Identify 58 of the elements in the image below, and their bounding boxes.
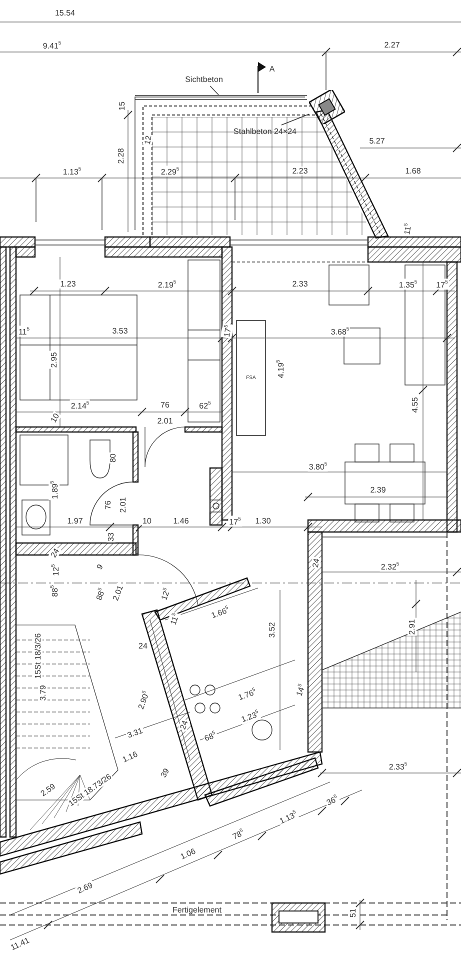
dimension-label: 24 — [138, 642, 148, 650]
dimension-label: 1.68 — [404, 166, 422, 176]
dimension-label: 2.19$^{5}$ — [156, 278, 178, 290]
dimension-label: 2.01 — [110, 583, 126, 603]
dimension-label: 2.32$^{5}$ — [380, 560, 400, 572]
dimension-label: 9.41$^{5}$ — [42, 40, 62, 50]
dimension-label: 3.53 — [111, 326, 129, 336]
dimension-label: 3.79 — [38, 684, 48, 702]
dimension-label: 3.68$^{5}$ — [330, 326, 350, 336]
dimension-label: 1.35$^{5}$ — [398, 278, 418, 290]
dimension-label: 3.80$^{5}$ — [308, 460, 328, 472]
dimension-label: 12 — [142, 134, 154, 146]
dimension-label: 2.33 — [291, 280, 309, 288]
dimension-label: 1.97 — [66, 516, 84, 526]
dimension-label: 1.46 — [172, 516, 190, 526]
dimension-label: 80 — [108, 452, 118, 464]
exposed-concrete-edge — [135, 95, 307, 100]
dimension-label: 1.23 — [59, 280, 77, 288]
dimension-label: 17$^{5}$ — [228, 516, 242, 526]
dimension-label: 4.55 — [410, 396, 420, 414]
dimension-label: 2.39 — [369, 486, 387, 494]
dimension-label: 15St 18/3/26 — [34, 632, 42, 680]
dimension-label: 3.31 — [125, 726, 145, 740]
dimension-label: 2.01 — [156, 416, 174, 426]
dimension-label: 10 — [48, 411, 62, 425]
dimension-label: 17$^{5}$ — [435, 278, 449, 290]
dimension-label: 2.69 — [75, 880, 95, 896]
dimension-label: 62$^{5}$ — [198, 400, 212, 410]
callout-text: Stahlbeton 24×24 — [228, 125, 302, 138]
dimension-label: 2.23 — [291, 166, 309, 176]
dimension-label: 2.01 — [118, 496, 128, 514]
dimension-label: 10 — [142, 516, 152, 526]
dimension-label: 1.13$^{5}$ — [62, 166, 82, 176]
dimension-label: 2.95 — [50, 351, 58, 369]
dimension-label: 2.29$^{5}$ — [160, 166, 180, 176]
leader-line — [210, 86, 219, 96]
dimension-label: 1.30 — [254, 516, 272, 526]
callout-text: Sichtbeton — [168, 73, 240, 86]
section-marker-label: A — [268, 64, 276, 74]
dimension-label: 2.27 — [383, 40, 401, 50]
dimension-label: 1.06 — [178, 846, 198, 862]
dimension-label: Fertigelement — [172, 906, 222, 914]
dimension-label: 76 — [160, 400, 170, 410]
dimension-label: 2.33$^{5}$ — [388, 760, 408, 772]
dimension-label: 51 — [348, 908, 358, 918]
dimension-label: 15.54 — [54, 8, 76, 18]
dimension-label: 11$^{5}$ — [17, 326, 31, 336]
dimension-label: 3.52 — [268, 621, 276, 639]
dimension-label: 9 — [94, 562, 106, 572]
dimension-label: 15 — [118, 100, 126, 112]
leader-line — [281, 114, 310, 126]
dimension-label: 76 — [104, 500, 112, 510]
dimension-label: 2.14$^{5}$ — [70, 400, 90, 410]
dimension-label: 2.28 — [116, 147, 126, 165]
dimension-label: 5.27 — [368, 136, 386, 146]
dimension-label: 11.41 — [8, 935, 32, 953]
dimension-label: 2.91 — [408, 618, 416, 636]
dimension-label: 33 — [106, 532, 116, 542]
